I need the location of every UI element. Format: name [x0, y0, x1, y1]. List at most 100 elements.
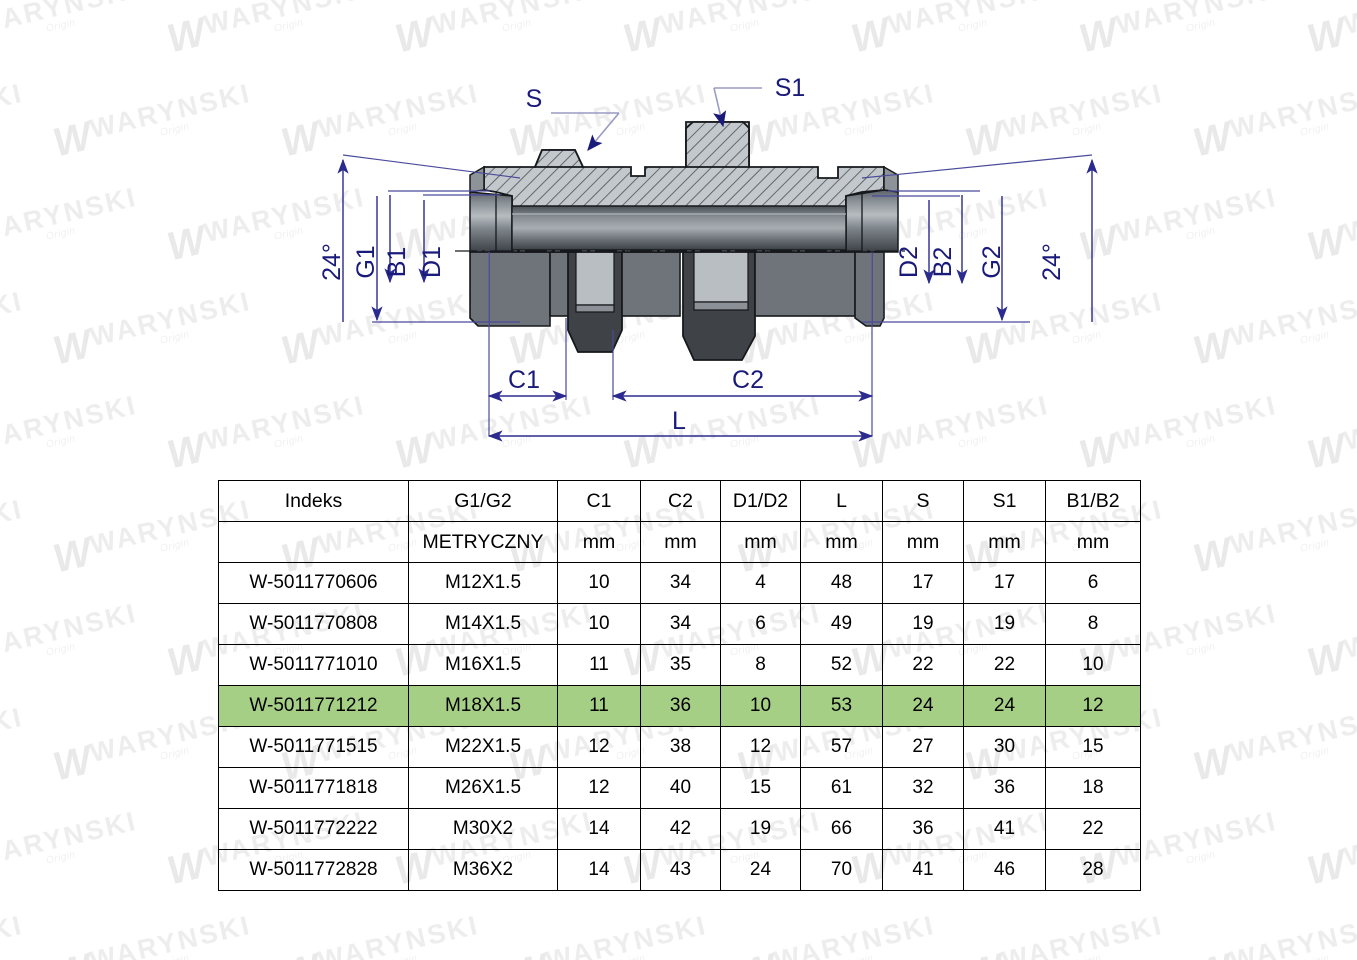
dim-label-B1: B1 [383, 247, 411, 278]
cell-s1: 46 [963, 849, 1046, 891]
mid-thread-section [621, 251, 681, 317]
right-dimension-labels: D2 B2 G2 24° [895, 243, 1066, 281]
bottom-dimension-labels: C1 C2 L [508, 366, 764, 435]
bottom-dimension-group [487, 252, 874, 442]
dim-label-B2: B2 [929, 247, 957, 278]
watermark-logo-icon: W [1189, 739, 1230, 790]
unit-cell-c2: mm [640, 521, 721, 563]
cell-indeks: W-5011772828 [218, 849, 409, 891]
cell-s1: 19 [963, 603, 1046, 645]
watermark-tagline: Origin [45, 849, 77, 867]
cell-b: 18 [1045, 767, 1141, 809]
watermark-logo-icon: W [1303, 635, 1344, 686]
watermark-brand: WARYNSKI [87, 909, 255, 960]
cell-g: M36X2 [408, 849, 558, 891]
watermark-brand: WARYNSKI [543, 909, 711, 960]
cell-c2: 42 [640, 808, 721, 850]
unit-cell-s: mm [882, 521, 964, 563]
watermark-tagline: Origin [0, 523, 28, 570]
watermark-brand: WARYNSKI [1227, 701, 1357, 769]
watermark-tagline: Origin [45, 641, 77, 659]
cell-c2: 34 [640, 562, 721, 604]
cell-c2: 36 [640, 685, 721, 727]
cell-indeks: W-5011771010 [218, 644, 409, 686]
cell-s: 17 [882, 562, 964, 604]
watermark-brand: WARYNSKI [1227, 493, 1357, 561]
unit-cell-indeks [218, 521, 409, 563]
dim-label-angle-left: 24° [318, 243, 346, 281]
cell-s1: 22 [963, 644, 1046, 686]
hex-S-sectioned [533, 149, 585, 168]
cell-g: M18X1.5 [408, 685, 558, 727]
callout-label-S1: S1 [775, 74, 806, 102]
cell-c2: 43 [640, 849, 721, 891]
cell-s: 41 [882, 849, 964, 891]
watermark-logo-icon: W [49, 531, 90, 582]
watermark-tagline: Origin [1348, 835, 1357, 882]
dim-label-G2: G2 [978, 245, 1006, 278]
column-header-g1g2: G1/G2 [408, 480, 558, 522]
watermark-tagline: Origin [550, 939, 713, 960]
column-header-c1: C1 [557, 480, 641, 522]
watermark-tagline: Origin [1234, 939, 1357, 960]
watermark-logo-icon: W [1303, 843, 1344, 894]
watermark-logo-icon: W [277, 947, 318, 960]
watermark-logo-icon: W [961, 947, 1002, 960]
cell-d: 15 [720, 767, 801, 809]
watermark-brand: WARYNSKI [1341, 597, 1357, 665]
cell-indeks: W-5011770808 [218, 603, 409, 645]
watermark-brand: WARYNSKI [315, 909, 483, 960]
watermark-brand: WARYNSKI [0, 805, 141, 873]
cell-b: 28 [1045, 849, 1141, 891]
hex-S1-sectioned [685, 121, 750, 168]
cell-c2: 35 [640, 644, 721, 686]
watermark-brand: WARYNSKI [0, 597, 141, 665]
cell-d: 12 [720, 726, 801, 768]
right-thread-section [754, 251, 885, 327]
dim-label-C1: C1 [508, 366, 540, 394]
cell-c2: 34 [640, 603, 721, 645]
dim-label-G1: G1 [352, 245, 380, 278]
cell-b: 15 [1045, 726, 1141, 768]
unit-cell-d: mm [720, 521, 801, 563]
cell-l: 70 [800, 849, 883, 891]
watermark-brand: WARYNSKI [0, 909, 27, 960]
cell-d: 19 [720, 808, 801, 850]
watermark-logo-icon: W [49, 947, 90, 960]
unit-cell-b: mm [1045, 521, 1141, 563]
cell-l: 48 [800, 562, 883, 604]
watermark-tagline: Origin [1006, 939, 1169, 960]
watermark-brand: WARYNSKI [0, 493, 27, 561]
left-dimension-group [337, 154, 521, 323]
unit-cell-s1: mm [963, 521, 1046, 563]
cell-c1: 11 [557, 644, 641, 686]
watermark-tagline: Origin [778, 939, 941, 960]
dim-label-D1: D1 [418, 246, 446, 278]
